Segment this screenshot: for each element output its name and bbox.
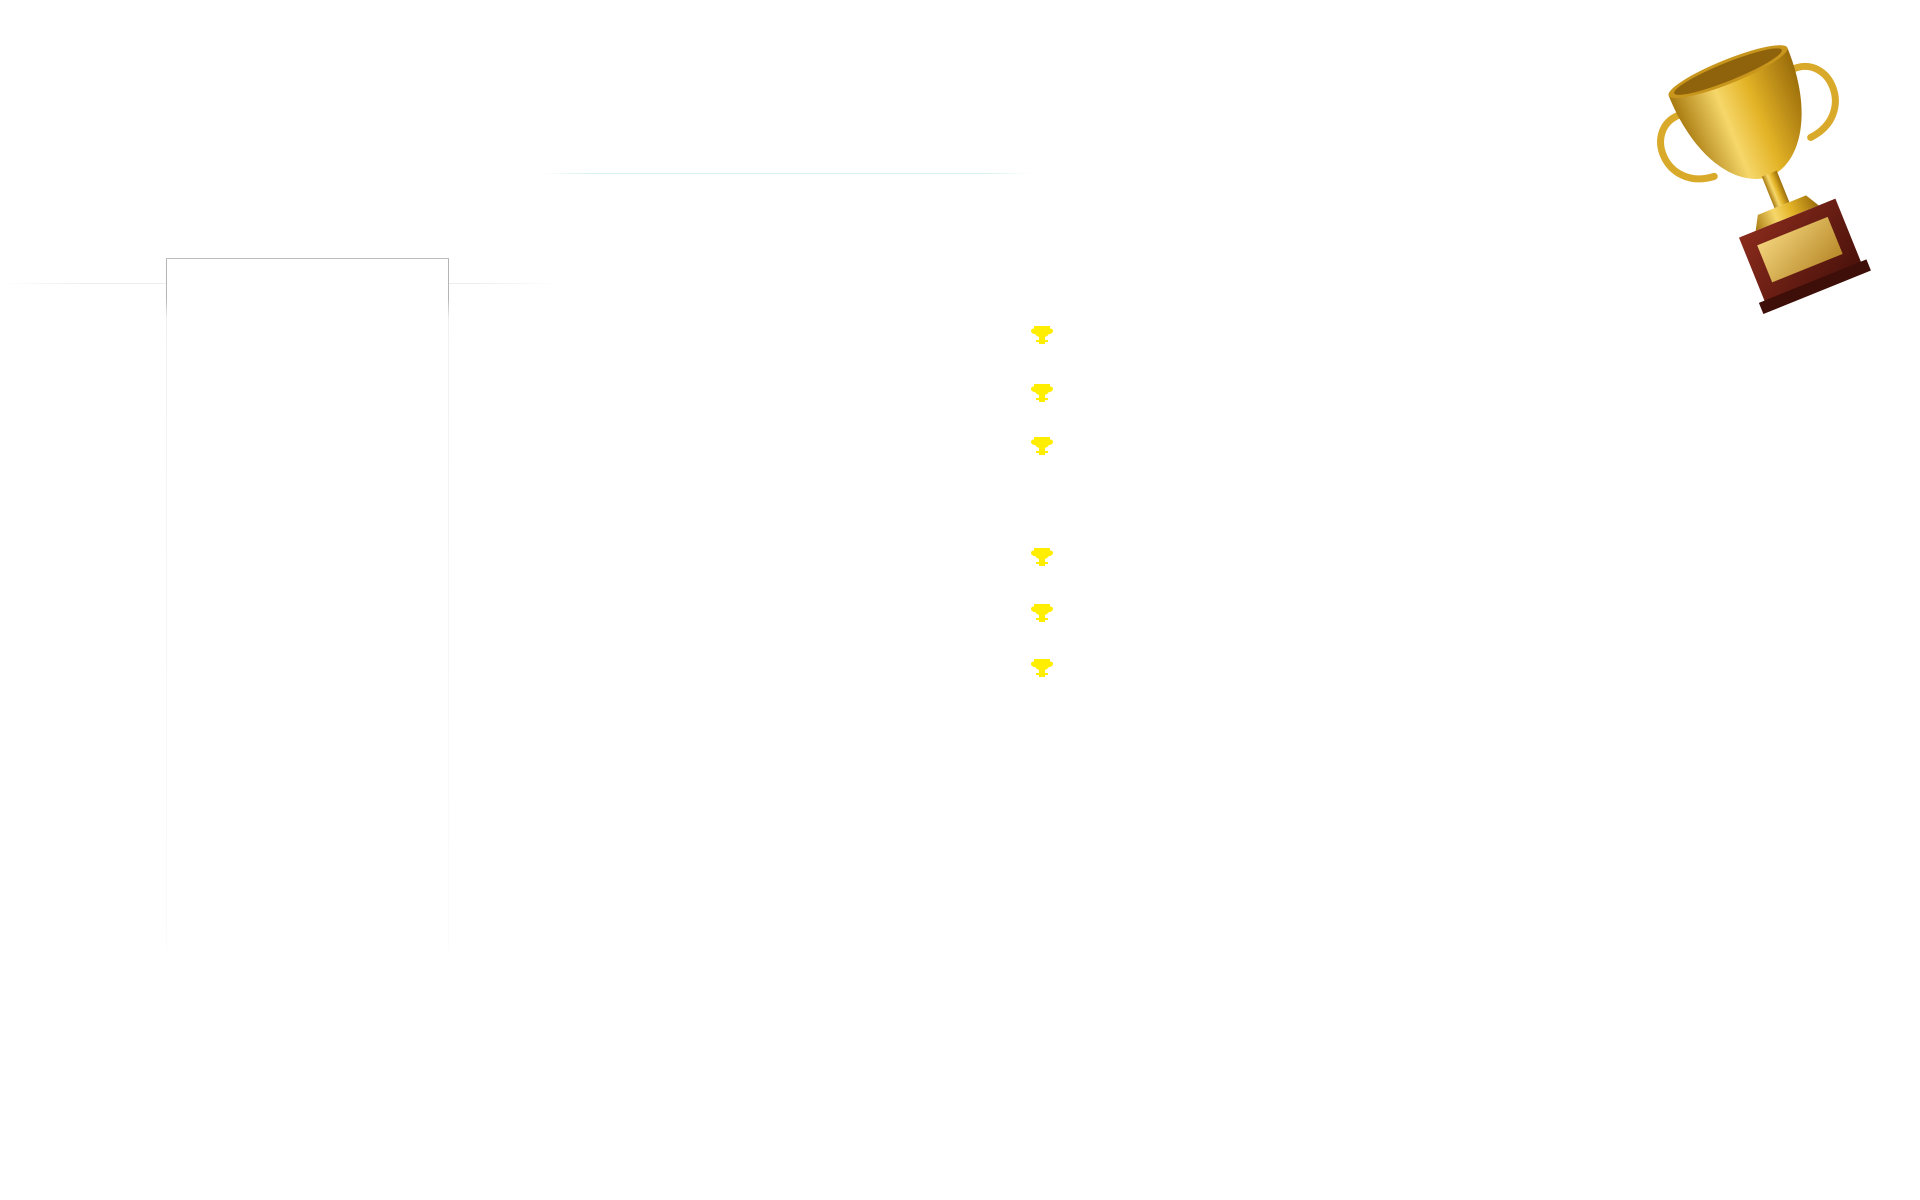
trophy-icon xyxy=(1031,548,1053,566)
top-divider xyxy=(542,173,1032,174)
trophy-icon xyxy=(1031,326,1053,344)
content-panel xyxy=(166,258,449,950)
trophy-icon xyxy=(1031,437,1053,455)
trophy-icon xyxy=(1031,604,1053,622)
trophy-cup-icon xyxy=(1657,45,1871,315)
trophy-icon xyxy=(1031,659,1053,677)
trophy-icon xyxy=(1031,384,1053,402)
